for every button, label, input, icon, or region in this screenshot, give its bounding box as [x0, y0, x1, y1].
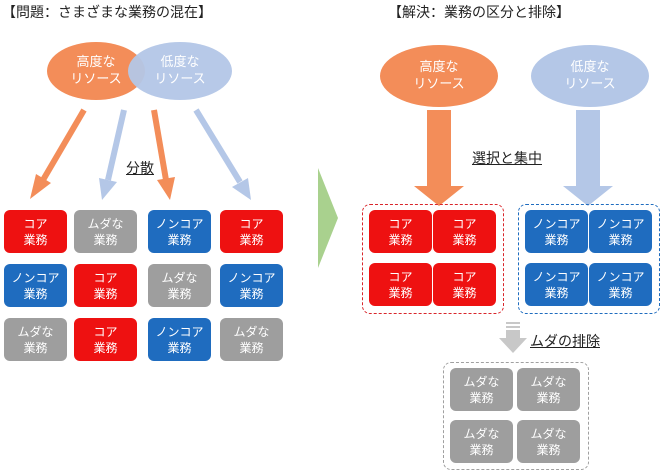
- task-box: ノンコア 業務: [148, 210, 211, 253]
- core-task-box: コア 業務: [369, 263, 432, 306]
- high-to-core-arrow-shaft: [427, 110, 451, 186]
- noncore-task-box: ノンコア 業務: [589, 210, 652, 253]
- forward-arrow: [318, 168, 338, 268]
- task-box: コア 業務: [74, 318, 137, 361]
- left-title: 【問題：さまざまな業務の混在】: [2, 5, 212, 21]
- noncore-task-box: ノンコア 業務: [525, 210, 588, 253]
- high-to-col3-arrowhead: [157, 177, 175, 200]
- elimination-arrow-stripe: [506, 322, 520, 324]
- dispersion-label: 分散: [126, 161, 154, 177]
- waste-task-box: ムダな 業務: [450, 420, 513, 463]
- low-resource-ellipse: 低度な リソース: [128, 42, 232, 100]
- low-to-col4-arrow: [193, 108, 243, 184]
- low-to-col2-arrow: [105, 109, 127, 181]
- low-to-col4-arrowhead: [232, 178, 251, 200]
- task-box: コア 業務: [220, 210, 283, 253]
- elimination-arrow-shaft: [506, 330, 520, 338]
- high-to-col1-arrow: [40, 108, 87, 182]
- elimination-label: ムダの排除: [530, 334, 600, 350]
- low-resource-ellipse-right: 低度な リソース: [531, 45, 649, 107]
- right-title: 【解決：業務の区分と排除】: [388, 5, 570, 21]
- noncore-task-box: ノンコア 業務: [525, 263, 588, 306]
- high-to-core-arrowhead: [414, 186, 464, 206]
- high-resource-ellipse: 高度な リソース: [47, 42, 145, 100]
- high-to-col3-arrow: [151, 109, 169, 181]
- core-task-box: コア 業務: [433, 263, 496, 306]
- core-group: [362, 204, 504, 314]
- task-box: ノンコア 業務: [4, 264, 67, 307]
- low-to-noncore-arrowhead: [563, 186, 613, 206]
- waste-task-box: ムダな 業務: [517, 420, 580, 463]
- task-box: コア 業務: [4, 210, 67, 253]
- core-task-box: コア 業務: [369, 210, 432, 253]
- task-box: ノンコア 業務: [148, 318, 211, 361]
- waste-task-box: ムダな 業務: [517, 368, 580, 411]
- waste-group: [443, 362, 589, 470]
- task-box: ノンコア 業務: [220, 264, 283, 307]
- waste-task-box: ムダな 業務: [450, 368, 513, 411]
- noncore-group: [518, 204, 660, 314]
- noncore-task-box: ノンコア 業務: [589, 263, 652, 306]
- low-to-col2-arrowhead: [99, 178, 117, 200]
- high-to-col1-arrowhead: [30, 174, 51, 199]
- task-box: ムダな 業務: [74, 210, 137, 253]
- selection-label: 選択と集中: [472, 151, 542, 167]
- low-to-noncore-arrow-shaft: [576, 110, 600, 186]
- task-box: ムダな 業務: [220, 318, 283, 361]
- task-box: コア 業務: [74, 264, 137, 307]
- high-resource-ellipse-right: 高度な リソース: [380, 45, 498, 107]
- task-box: ムダな 業務: [148, 264, 211, 307]
- task-box: ムダな 業務: [4, 318, 67, 361]
- elimination-arrowhead: [499, 338, 527, 353]
- elimination-arrow-stripe: [506, 326, 520, 328]
- core-task-box: コア 業務: [433, 210, 496, 253]
